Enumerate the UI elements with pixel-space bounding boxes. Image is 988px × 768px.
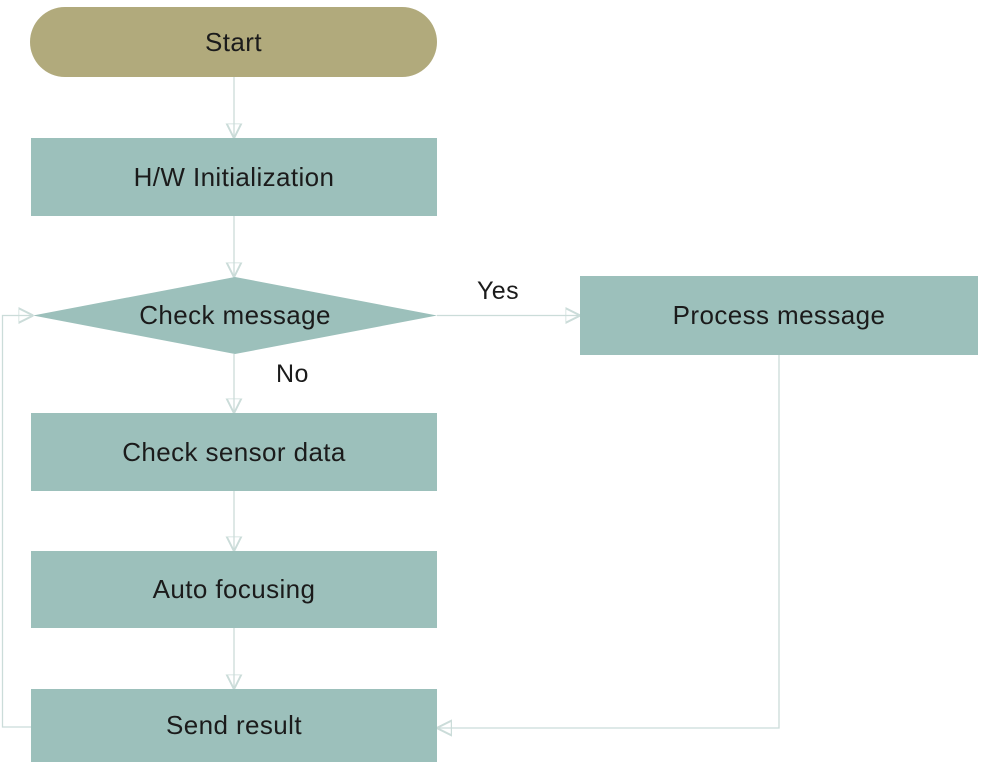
edge-process-message-to-send-result (439, 355, 780, 728)
node-start-label: Start (205, 26, 262, 57)
node-check-sensor-data-label: Check sensor data (122, 436, 346, 467)
node-process-message-label: Process message (672, 300, 886, 330)
node-hw-initialization: H/W Initialization (31, 138, 437, 216)
node-auto-focusing: Auto focusing (31, 551, 437, 628)
edge-label-no: No (276, 360, 309, 388)
node-auto-focusing-label: Auto focusing (152, 574, 316, 604)
node-start: Start (30, 7, 437, 77)
edge-send-result-to-check-message-loop (1, 316, 32, 728)
node-check-sensor-data: Check sensor data (31, 413, 437, 491)
edge-label-yes: Yes (477, 277, 519, 305)
node-process-message: Process message (580, 276, 978, 355)
node-check-message-label: Check message (139, 300, 331, 330)
node-send-result-label: Send result (166, 710, 302, 740)
node-hw-initialization-label: H/W Initialization (133, 161, 335, 192)
node-send-result: Send result (31, 689, 437, 762)
